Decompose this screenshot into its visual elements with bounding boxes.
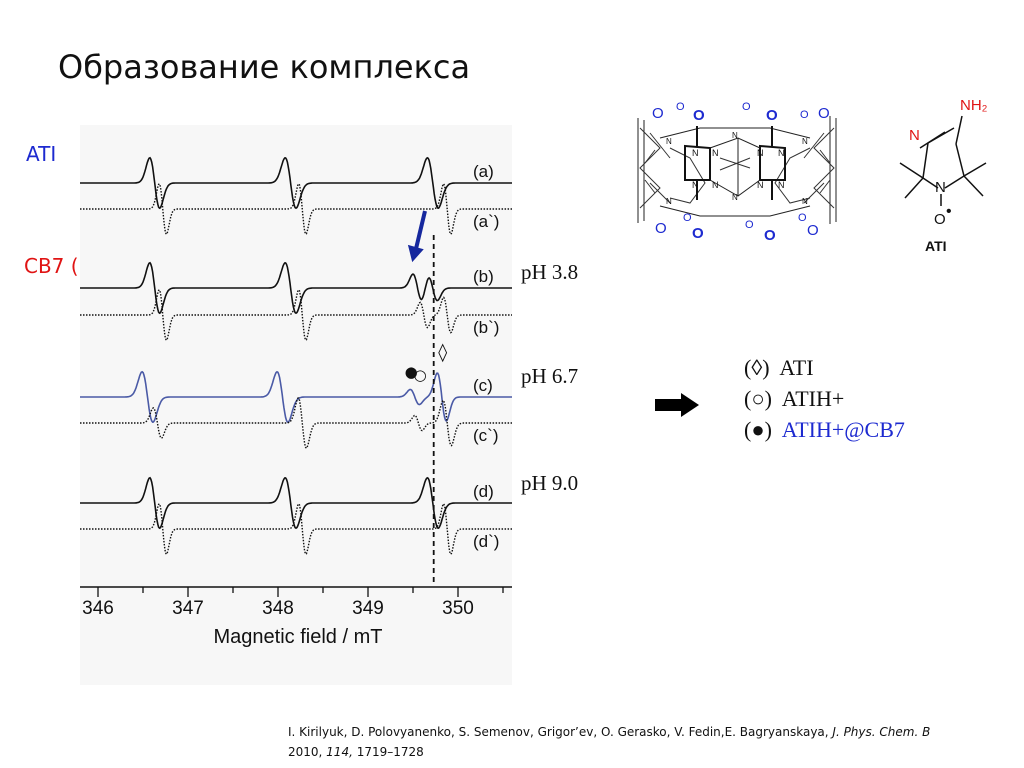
ph-label-1: pH 3.8	[521, 260, 579, 284]
svg-text:N: N	[712, 148, 719, 158]
svg-text:N: N	[802, 197, 808, 206]
svg-text:O: O	[764, 227, 776, 244]
x-tick-label: 347	[172, 598, 204, 619]
citation-authors: I. Kirilyuk, D. Polovyanenko, S. Semenov…	[288, 725, 833, 739]
carbonyl-oxygens: O O O O O O O O O O O O O O	[652, 101, 830, 244]
svg-text:O: O	[655, 220, 667, 237]
svg-text:O: O	[652, 105, 664, 122]
peak-marker-1: ●	[405, 363, 418, 381]
svg-text:O: O	[798, 212, 807, 224]
shift-arrow-shaft	[413, 210, 427, 254]
svg-text:O: O	[693, 107, 705, 124]
citation-volume: 114,	[326, 745, 353, 759]
trace-5	[80, 370, 512, 423]
svg-text:N: N	[666, 197, 672, 206]
svg-text:N: N	[757, 148, 764, 158]
svg-text:O: O	[692, 225, 704, 242]
legend-text-atih-cb7: ATIH+@CB7	[781, 417, 905, 442]
svg-text:N: N	[757, 180, 764, 190]
trace-label-1: (a)	[473, 162, 494, 181]
svg-text:N: N	[732, 193, 738, 202]
svg-text:O: O	[683, 212, 692, 224]
legend-text-ati: ATI	[779, 355, 814, 380]
nh2-label: NH₂	[960, 97, 988, 114]
citation: I. Kirilyuk, D. Polovyanenko, S. Semenov…	[288, 722, 1018, 762]
trace-1	[80, 156, 512, 210]
legend-symbol-circle: (○)	[744, 386, 772, 411]
svg-text:N: N	[732, 131, 738, 140]
nitroxide-o-label: O	[934, 211, 946, 228]
x-tick-label: 348	[262, 598, 294, 619]
svg-text:N: N	[666, 137, 672, 146]
x-axis-label: Magnetic field / mT	[214, 626, 383, 648]
citation-journal: J. Phys. Chem. B	[832, 725, 931, 739]
slide-title: Образование комплекса	[58, 48, 471, 86]
radical-dot: •	[946, 203, 952, 220]
trace-label-8: (d`)	[473, 532, 499, 551]
trace-label-3: (b)	[473, 267, 494, 286]
peak-markers: ●○ ◊	[405, 342, 448, 384]
trace-label-7: (d)	[473, 482, 494, 501]
ati-structure: NH₂ N N O • ATI	[899, 97, 988, 254]
molecular-structures: N N N N N N N N N N N N N N O O O O O O …	[637, 97, 988, 254]
x-axis-ticks: 346 347 348 349 350	[82, 587, 504, 619]
trace-4	[80, 288, 512, 342]
svg-text:O: O	[745, 219, 754, 231]
legend-row-atih: (○) ATIH+	[744, 383, 905, 414]
cucurbituril-structure: N N N N N N N N N N N N N N	[637, 116, 837, 224]
legend-text-atih: ATIH+	[781, 386, 845, 411]
svg-text:O: O	[742, 101, 751, 113]
right-arrow-icon	[655, 393, 699, 417]
x-tick-label: 346	[82, 598, 114, 619]
trace-6	[80, 397, 512, 450]
trace-2	[80, 182, 512, 236]
svg-text:N: N	[802, 137, 808, 146]
x-tick-label: 349	[352, 598, 384, 619]
legend-symbol-diamond: (◊)	[744, 355, 770, 380]
legend-symbol-filled-circle: (●)	[744, 417, 772, 442]
legend: (◊) ATI (○) ATIH+ (●) ATIH+@CB7	[744, 352, 905, 445]
svg-text:N: N	[692, 148, 699, 158]
legend-row-atih-cb7: (●) ATIH+@CB7	[744, 414, 905, 445]
svg-text:O: O	[800, 109, 809, 121]
citation-year: 2010,	[288, 745, 327, 759]
svg-text:N: N	[778, 148, 785, 158]
svg-text:O: O	[807, 222, 819, 239]
ph-label-3: pH 9.0	[521, 471, 579, 495]
x-tick-label: 350	[442, 598, 474, 619]
chart-background	[80, 125, 512, 685]
citation-pages: 1719–1728	[352, 745, 424, 759]
spectra-traces	[80, 156, 512, 556]
ring-n-label: N	[909, 127, 920, 144]
svg-text:O: O	[676, 101, 685, 113]
peak-marker-2: ○	[414, 366, 427, 384]
svg-text:O: O	[766, 107, 778, 124]
trace-7	[80, 476, 512, 530]
label-ati: ATI	[26, 142, 57, 166]
ati-caption: ATI	[925, 238, 947, 254]
svg-text:N: N	[712, 180, 719, 190]
trace-8	[80, 502, 512, 556]
trace-label-2: (a`)	[473, 212, 499, 231]
svg-text:N: N	[778, 180, 785, 190]
peak-marker-3: ◊	[438, 342, 447, 363]
nitroxide-n-label: N	[935, 179, 946, 196]
legend-row-ati: (◊) ATI	[744, 352, 905, 383]
trace-labels: (a) (a`) (b) (b`) (c) (c`) (d) (d`)	[473, 162, 499, 551]
ph-label-2: pH 6.7	[521, 364, 579, 388]
trace-label-4: (b`)	[473, 318, 499, 337]
trace-label-5: (c)	[473, 376, 493, 395]
trace-3	[80, 261, 512, 315]
svg-text:N: N	[692, 180, 699, 190]
trace-label-6: (c`)	[473, 426, 498, 445]
svg-text:O: O	[818, 105, 830, 122]
shift-arrow-head	[407, 244, 424, 263]
